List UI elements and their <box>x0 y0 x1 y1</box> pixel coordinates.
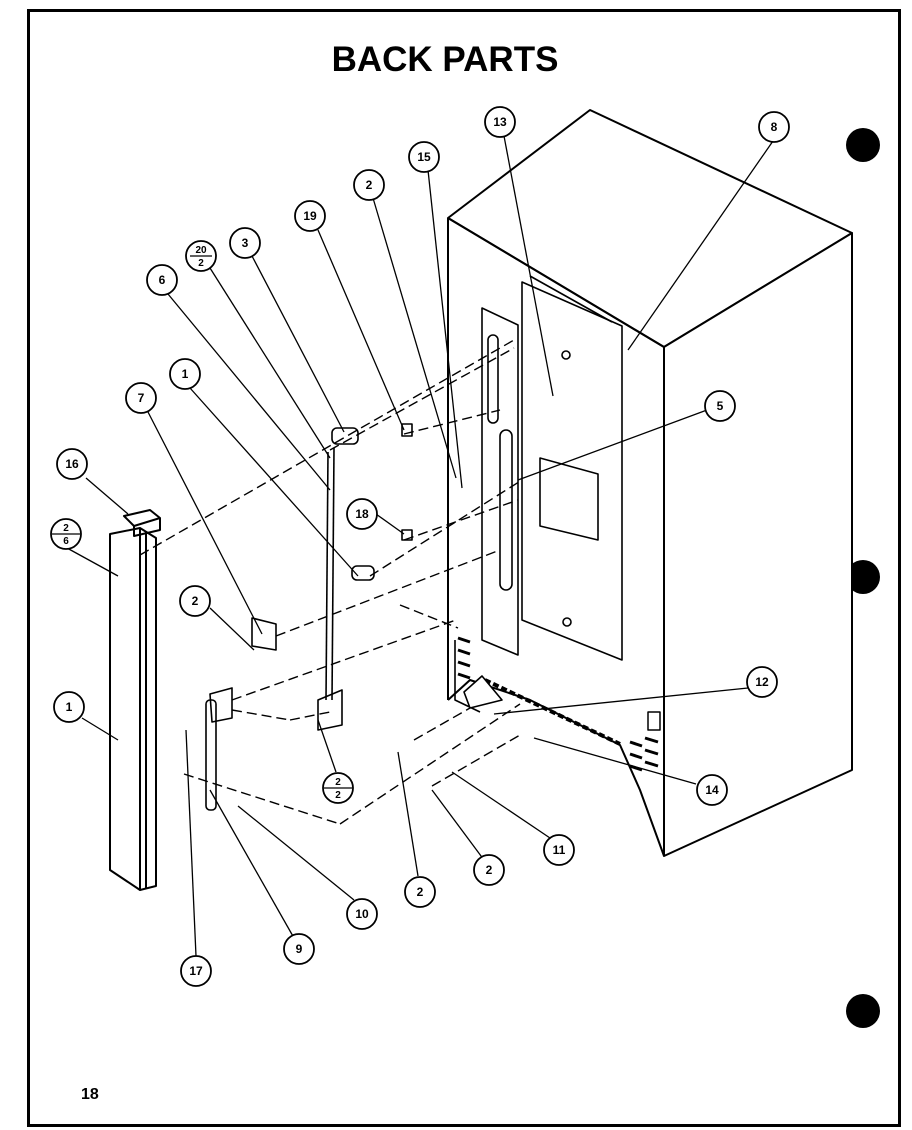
grille-marks <box>457 636 661 772</box>
callout-18: 18 <box>346 498 378 530</box>
callout-2-bottom: 2 <box>404 876 436 908</box>
svg-text:2: 2 <box>486 863 493 877</box>
assembly-lines <box>139 339 523 825</box>
svg-text:11: 11 <box>553 843 566 857</box>
back-panel <box>454 275 623 713</box>
callout-12: 12 <box>746 666 778 698</box>
callout-11: 11 <box>543 834 575 866</box>
callout-1-top: 1 <box>169 358 201 390</box>
svg-text:13: 13 <box>493 115 507 129</box>
callout-10: 10 <box>346 898 378 930</box>
callout-15: 15 <box>408 141 440 173</box>
leader-lines <box>66 135 774 957</box>
page-title: BACK PARTS <box>331 40 559 79</box>
svg-text:12: 12 <box>755 675 769 689</box>
binder-hole-bottom <box>846 994 880 1028</box>
svg-text:19: 19 <box>303 209 317 223</box>
svg-text:20: 20 <box>195 245 207 256</box>
callout-3: 3 <box>229 227 261 259</box>
callout-2-left: 2 <box>179 585 211 617</box>
svg-text:9: 9 <box>296 942 303 956</box>
cabinet-outline <box>447 109 853 857</box>
binder-hole-top <box>846 128 880 162</box>
svg-text:10: 10 <box>355 907 369 921</box>
svg-text:8: 8 <box>771 120 778 134</box>
svg-text:3: 3 <box>242 236 249 250</box>
wire-harness <box>205 423 503 811</box>
callout-9: 9 <box>283 933 315 965</box>
svg-text:17: 17 <box>189 964 203 978</box>
svg-text:1: 1 <box>182 367 189 381</box>
callout-1-bottom: 1 <box>53 691 85 723</box>
callout-7: 7 <box>125 382 157 414</box>
callout-17: 17 <box>180 955 212 987</box>
svg-text:2: 2 <box>192 594 199 608</box>
callout-2-top: 2 <box>353 169 385 201</box>
svg-text:18: 18 <box>355 507 369 521</box>
svg-text:6: 6 <box>159 273 166 287</box>
callout-19: 19 <box>294 200 326 232</box>
callout-14: 14 <box>696 774 728 806</box>
svg-text:2: 2 <box>63 523 69 534</box>
svg-text:6: 6 <box>63 536 69 547</box>
callout-2-mid: 2 <box>473 854 505 886</box>
callout-5: 5 <box>704 390 736 422</box>
callout-13: 13 <box>484 106 516 138</box>
svg-text:2: 2 <box>417 885 424 899</box>
svg-text:2: 2 <box>198 258 204 269</box>
svg-text:1: 1 <box>66 700 73 714</box>
svg-text:2: 2 <box>366 178 373 192</box>
side-panel <box>109 509 161 891</box>
callout-2-6: 2 6 <box>50 518 82 550</box>
svg-text:16: 16 <box>65 457 79 471</box>
svg-text:2: 2 <box>335 790 341 801</box>
callout-20-2: 20 2 <box>185 240 217 272</box>
svg-text:14: 14 <box>705 783 719 797</box>
callout-8: 8 <box>758 111 790 143</box>
svg-text:15: 15 <box>417 150 431 164</box>
svg-text:2: 2 <box>335 777 341 788</box>
svg-text:7: 7 <box>138 391 145 405</box>
callout-bubbles: 13 8 15 2 19 20 2 <box>50 106 790 987</box>
callout-16: 16 <box>56 448 88 480</box>
callout-6: 6 <box>146 264 178 296</box>
callout-2-2: 2 2 <box>322 772 354 804</box>
svg-text:5: 5 <box>717 399 724 413</box>
page-number: 18 <box>81 1086 99 1103</box>
